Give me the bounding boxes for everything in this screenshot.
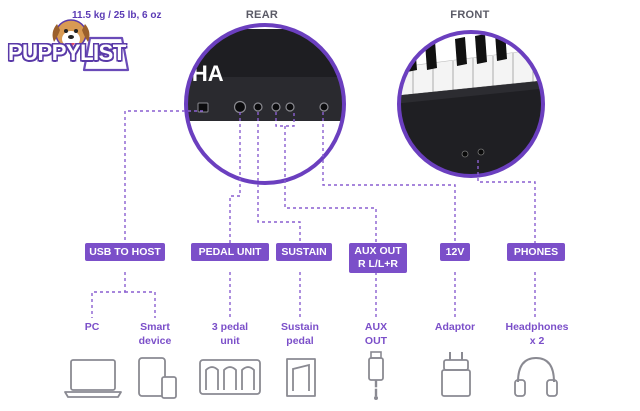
tag-sustain: SUSTAIN (276, 243, 332, 261)
tag-12v: 12V (440, 243, 470, 261)
rear-heading: REAR (245, 9, 279, 21)
device-label-smart-device: Smart device (138, 321, 172, 347)
audio-jack-icon (368, 351, 384, 400)
tag-phones: PHONES (507, 243, 565, 261)
tag-pedal-unit: PEDAL UNIT (191, 243, 269, 261)
sustain-pedal-icon (286, 358, 316, 397)
front-heading: FRONT (450, 9, 490, 21)
pedal-unit-icon (199, 359, 261, 395)
front-panel-zoom (397, 30, 545, 178)
watermark-logo: PUPPYLIST (8, 10, 138, 72)
puppy-icon (52, 19, 90, 49)
headphones-icon (514, 356, 558, 397)
watermark-text: PUPPYLIST (8, 40, 126, 65)
scale-icon (82, 36, 130, 72)
rear-panel-zoom: AHA (184, 23, 346, 185)
device-label-pedal-unit: 3 pedal unit (211, 321, 249, 347)
tag-aux-out: AUX OUT R L/L+R (349, 243, 407, 273)
device-label-adaptor: Adaptor (434, 321, 476, 333)
device-label-headphones: Headphones x 2 (505, 321, 569, 347)
device-label-aux-out: AUX OUT (364, 321, 388, 347)
power-adaptor-icon (441, 352, 471, 397)
device-label-pc: PC (84, 321, 100, 333)
smart-device-icon (138, 357, 177, 399)
laptop-icon (64, 359, 122, 398)
device-label-sustain-pedal: Sustain pedal (281, 321, 319, 347)
weight-label: 11.5 kg / 25 lb, 6 oz (72, 10, 162, 21)
tag-usb-to-host: USB TO HOST (85, 243, 165, 261)
